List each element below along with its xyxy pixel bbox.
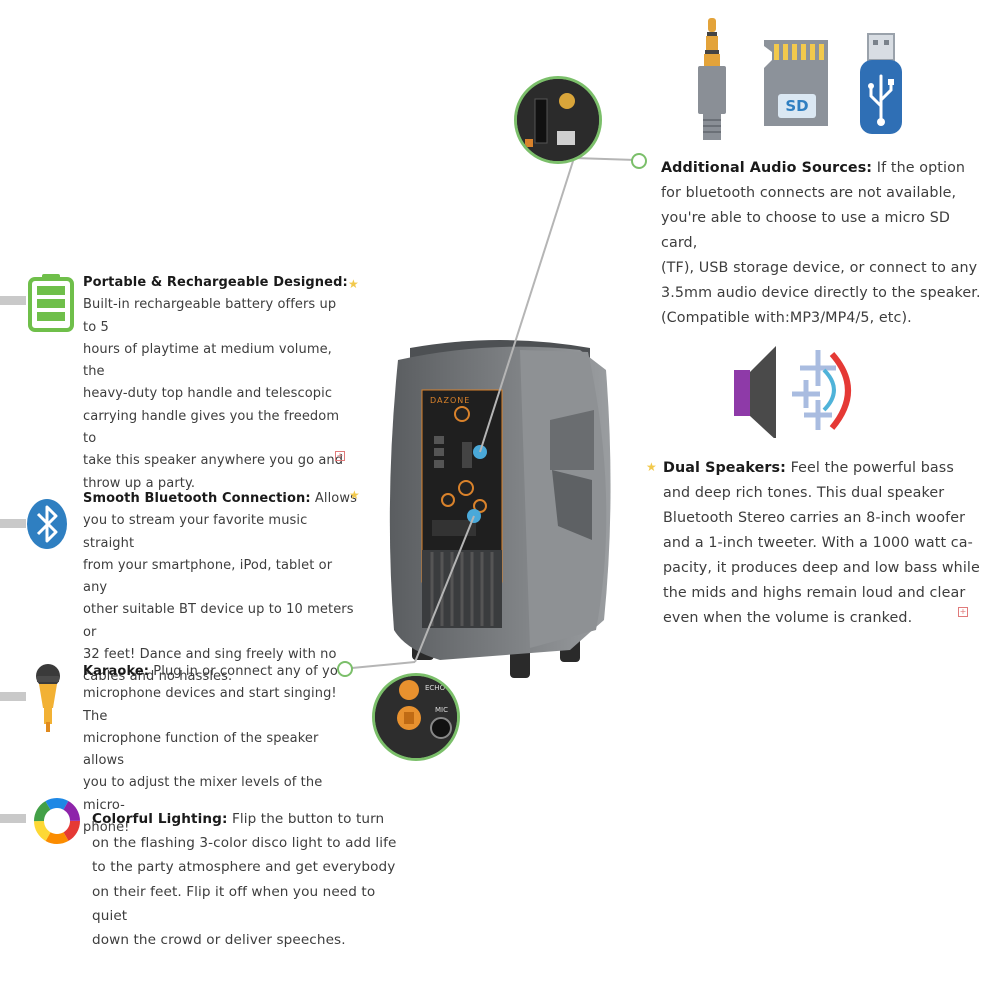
port-label-echo: ECHO — [425, 684, 446, 692]
plus-icon: + — [335, 451, 345, 461]
usb-drive-icon — [858, 32, 904, 136]
feature-line: Feel the powerful bass — [785, 460, 954, 476]
feature-line: Built-in rechargeable battery offers up … — [83, 297, 337, 335]
feature-line: you're able to choose to use a micro SD … — [661, 210, 951, 251]
feature-line: phone! — [83, 820, 130, 836]
speaker-brand: DAZONE — [430, 396, 471, 405]
port-label-mic: MIC — [435, 706, 448, 714]
connector-stub — [0, 692, 26, 701]
feature-title: Dual Speakers: — [663, 460, 786, 476]
feature-line: microphone function of the speaker allow… — [83, 730, 319, 769]
feature-line: on their feet. Flip it off when you need… — [92, 883, 376, 924]
connector-dot — [631, 153, 647, 169]
sd-label: SD — [785, 97, 809, 115]
feature-line: 32 feet! Dance and sing freely with no — [83, 647, 337, 663]
plus-icon: + — [958, 607, 968, 617]
feature-line: you to adjust the mixer levels of the mi… — [83, 775, 323, 813]
feature-dual-speakers: Dual Speakers: Feel the powerful bass an… — [663, 456, 983, 631]
dual-speaker-icon — [732, 342, 864, 440]
feature-line: even when the volume is cranked. — [663, 610, 913, 626]
feature-line: heavy-duty top handle and telescopic — [83, 386, 333, 402]
feature-line: from your smartphone, iPod, tablet or an… — [83, 557, 333, 596]
feature-line: other suitable BT device up to 10 meters… — [83, 602, 354, 640]
feature-title: Karaoke: — [83, 664, 150, 679]
bluetooth-icon — [26, 498, 68, 550]
feature-line: take this speaker anywhere you go and — [83, 453, 344, 469]
feature-title: Smooth Bluetooth Connection: — [83, 491, 311, 506]
feature-line: throw up a party. — [83, 475, 196, 491]
feature-line: and a 1-inch tweeter. With a 1000 watt c… — [663, 535, 973, 551]
feature-lighting: Colorful Lighting: Flip the button to tu… — [92, 807, 402, 952]
feature-portable: Portable & Rechargeable Designed: Built-… — [83, 272, 353, 495]
feature-line: cables and no hassles. — [83, 669, 233, 685]
feature-line: carrying handle gives you the freedom to — [83, 408, 340, 447]
feature-line: hours of playtime at medium volume, the — [83, 341, 332, 380]
aux-jack-icon — [694, 16, 730, 142]
feature-line: (TF), USB storage device, or connect to … — [661, 260, 978, 276]
feature-line: Flip the button to turn — [227, 811, 385, 827]
feature-title: Portable & Rechargeable Designed: — [83, 275, 348, 290]
star-icon: ★ — [646, 460, 657, 474]
connector-stub — [0, 296, 26, 305]
feature-title: Colorful Lighting: — [92, 811, 228, 827]
microphone-icon — [34, 664, 62, 734]
feature-line: pacity, it produces deep and low bass wh… — [663, 560, 980, 576]
star-icon: ★ — [349, 488, 360, 502]
star-icon: ★ — [348, 277, 359, 291]
feature-line: Bluetooth Stereo carries an 8-inch woofe… — [663, 510, 966, 526]
connector-stub — [0, 519, 26, 528]
feature-line: to the party atmosphere and get everybod… — [92, 859, 396, 876]
feature-audio-sources: Additional Audio Sources: If the option … — [661, 156, 991, 331]
connector-stub — [0, 814, 26, 823]
feature-line: Plug in or connect any of your — [149, 664, 352, 679]
feature-line: Allows — [310, 491, 357, 506]
feature-title: Additional Audio Sources: — [661, 160, 873, 176]
feature-bluetooth: Smooth Bluetooth Connection: Allows you … — [83, 488, 358, 689]
feature-line: down the crowd or deliver speeches. — [92, 932, 346, 949]
feature-karaoke: Karaoke: Plug in or connect any of your … — [83, 661, 353, 839]
feature-line: the mids and highs remain loud and clear — [663, 585, 966, 601]
battery-icon — [28, 274, 74, 332]
feature-line: you to stream your favorite music straig… — [83, 513, 308, 551]
feature-line: 3.5mm audio device directly to the speak… — [661, 285, 981, 301]
feature-line: and deep rich tones. This dual speaker — [663, 485, 945, 501]
feature-line: microphone devices and start singing! Th… — [83, 686, 337, 724]
feature-line: for bluetooth connects are not available… — [661, 185, 957, 201]
feature-line: on the flashing 3-color disco light to a… — [92, 835, 397, 852]
feature-line: If the option — [872, 160, 966, 176]
sd-card-icon: SD — [760, 38, 832, 130]
zoom-mic-circle: ECHO MIC — [372, 673, 460, 761]
connector-dot — [337, 661, 353, 677]
speaker-illustration: DAZONE — [380, 330, 630, 690]
feature-line: (Compatible with:MP3/MP4/5, etc). — [661, 310, 912, 326]
zoom-ports-circle — [514, 76, 602, 164]
color-wheel-icon — [33, 797, 81, 845]
